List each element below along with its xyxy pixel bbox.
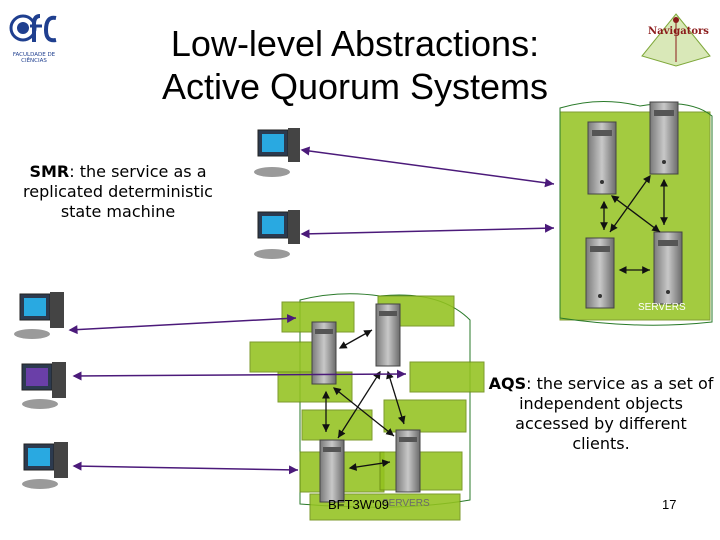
server-icon bbox=[649, 101, 679, 175]
navigators-logo: Navigators bbox=[640, 12, 712, 68]
computer-icon bbox=[21, 362, 66, 409]
page-number: 17 bbox=[662, 497, 677, 512]
smr-text: : the service as a replicated determinis… bbox=[23, 162, 213, 221]
slide-title: Low-level Abstractions: Active Quorum Sy… bbox=[110, 22, 600, 108]
server-icon bbox=[653, 231, 683, 305]
aqs-term: AQS bbox=[488, 374, 527, 393]
servers-footer-label: SERVERS bbox=[382, 498, 430, 509]
aqs-text: : the service as a set of independent ob… bbox=[515, 374, 714, 453]
aqs-object-group bbox=[249, 293, 485, 521]
computer-icon bbox=[22, 442, 68, 489]
computer-icon bbox=[14, 292, 64, 339]
server-icon bbox=[375, 303, 401, 367]
university-logo: FACULDADE DE CIÊNCIAS bbox=[8, 8, 60, 68]
university-logo-text: FACULDADE DE CIÊNCIAS bbox=[12, 52, 56, 64]
server-icon bbox=[587, 121, 617, 195]
aqs-description: AQS: the service as a set of independent… bbox=[488, 374, 714, 454]
servers-label: SERVERS bbox=[638, 302, 686, 313]
title-line-1: Low-level Abstractions: bbox=[170, 23, 540, 64]
smr-term: SMR bbox=[29, 162, 70, 181]
server-icon bbox=[395, 429, 421, 493]
smr-description: SMR: the service as a replicated determi… bbox=[6, 162, 230, 222]
footer-text: BFT3W'09 bbox=[328, 497, 389, 512]
navigators-logo-text: Navigators bbox=[648, 26, 709, 37]
smr-server-group bbox=[559, 101, 713, 326]
server-icon bbox=[585, 237, 615, 309]
server-icon bbox=[319, 439, 345, 503]
computer-icon bbox=[254, 210, 300, 259]
title-line-2: Active Quorum Systems bbox=[161, 66, 549, 107]
computer-icon bbox=[254, 128, 300, 177]
